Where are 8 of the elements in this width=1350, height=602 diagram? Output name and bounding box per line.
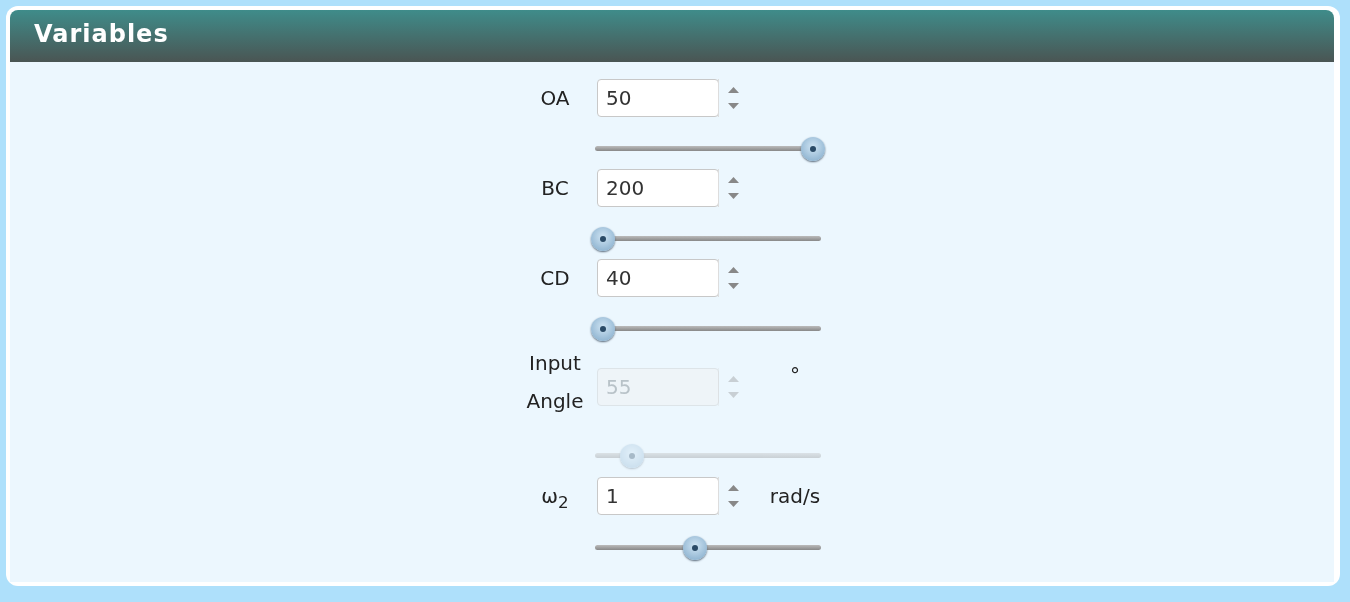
field-label: Input Angle — [525, 350, 585, 415]
field-label: OA — [539, 85, 571, 112]
field-label: ω$_{2}$ — [540, 483, 570, 514]
unit-label: ° — [789, 362, 801, 389]
field-label: CD — [539, 265, 571, 292]
field-label: BC — [540, 175, 570, 202]
unit-label: rad/s — [768, 483, 822, 510]
panel-title: Variables — [34, 20, 169, 48]
